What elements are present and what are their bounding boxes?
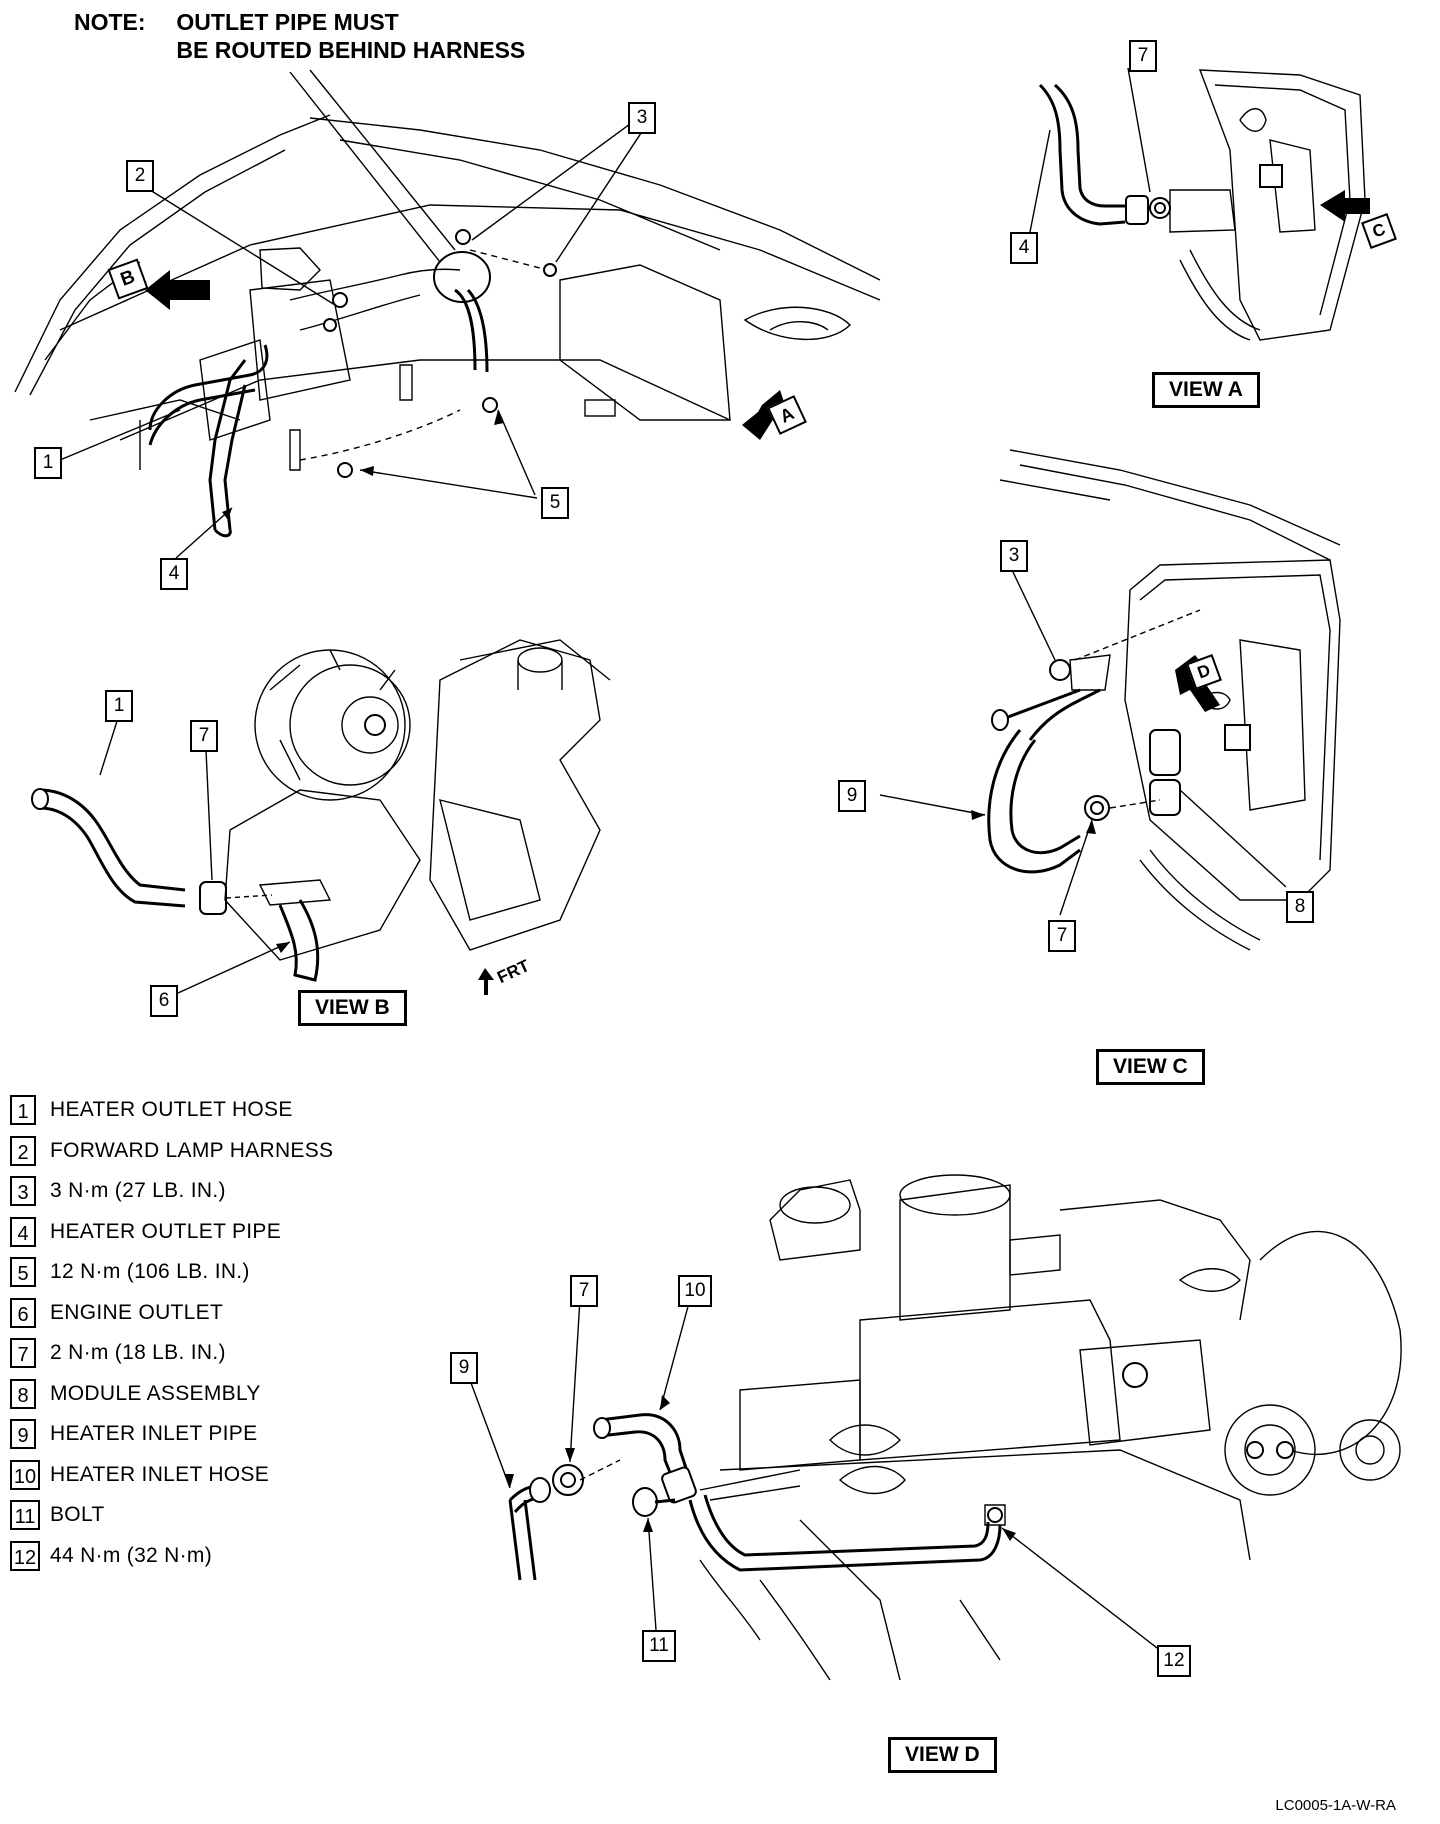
- legend-number: 9: [10, 1419, 36, 1450]
- legend-number: 7: [10, 1338, 36, 1369]
- view-b-illustration: [31, 639, 611, 995]
- legend-label: 12 N·m (106 LB. IN.): [50, 1260, 250, 1284]
- legend-number: 2: [10, 1135, 36, 1166]
- callout-view-d-9: 9: [450, 1352, 478, 1384]
- callout-view-d-11: 11: [642, 1630, 676, 1662]
- view-c-title: VIEW C: [1096, 1049, 1205, 1085]
- legend-number: 10: [10, 1459, 40, 1490]
- legend-number: 5: [10, 1257, 36, 1288]
- note-line-1: OUTLET PIPE MUST: [176, 9, 399, 35]
- legend-label: 3 N·m (27 LB. IN.): [50, 1179, 226, 1203]
- legend-number: 11: [10, 1500, 40, 1531]
- legend-item: 3 3 N·m (27 LB. IN.): [10, 1171, 333, 1212]
- legend-item: 8 MODULE ASSEMBLY: [10, 1374, 333, 1415]
- callout-main-4: 4: [160, 558, 188, 590]
- callout-view-d-12: 12: [1157, 1645, 1191, 1677]
- legend-item: 9 HEATER INLET PIPE: [10, 1414, 333, 1455]
- legend-label: HEATER INLET PIPE: [50, 1422, 258, 1446]
- callout-main-5: 5: [541, 487, 569, 519]
- legend-label: 2 N·m (18 LB. IN.): [50, 1341, 226, 1365]
- view-a-illustration: [1029, 67, 1370, 341]
- routing-note: NOTE: OUTLET PIPE MUST BE ROUTED BEHIND …: [74, 8, 525, 64]
- legend-item: 10 HEATER INLET HOSE: [10, 1455, 333, 1496]
- figure-code: LC0005-1A-W-RA: [1275, 1797, 1396, 1814]
- legend-label: 44 N·m (32 N·m): [50, 1543, 213, 1567]
- legend-number: 3: [10, 1176, 36, 1207]
- legend-item: 2 FORWARD LAMP HARNESS: [10, 1131, 333, 1172]
- view-c-illustration: [879, 449, 1341, 951]
- callout-view-a-7: 7: [1129, 40, 1157, 72]
- legend-label: BOLT: [50, 1503, 105, 1527]
- legend-item: 4 HEATER OUTLET PIPE: [10, 1212, 333, 1253]
- legend-item: 7 2 N·m (18 LB. IN.): [10, 1333, 333, 1374]
- note-text: OUTLET PIPE MUST BE ROUTED BEHIND HARNES…: [176, 8, 525, 64]
- legend-number: 4: [10, 1216, 36, 1247]
- legend-label: ENGINE OUTLET: [50, 1300, 224, 1324]
- callout-main-1: 1: [34, 447, 62, 479]
- legend-item: 6 ENGINE OUTLET: [10, 1293, 333, 1334]
- view-a-title: VIEW A: [1152, 372, 1260, 408]
- callout-view-c-3: 3: [1000, 540, 1028, 572]
- legend-number: 6: [10, 1297, 36, 1328]
- note-label: NOTE:: [74, 9, 146, 35]
- note-line-2: BE ROUTED BEHIND HARNESS: [176, 37, 526, 63]
- legend-number: 1: [10, 1095, 36, 1126]
- view-d-illustration: [463, 1174, 1402, 1681]
- callout-view-d-10: 10: [678, 1275, 712, 1307]
- callout-view-c-9: 9: [838, 780, 866, 812]
- legend-item: 1 HEATER OUTLET HOSE: [10, 1090, 333, 1131]
- callout-main-3: 3: [628, 102, 656, 134]
- legend-label: MODULE ASSEMBLY: [50, 1381, 261, 1405]
- parts-legend: 1 HEATER OUTLET HOSE 2 FORWARD LAMP HARN…: [10, 1090, 333, 1576]
- callout-view-b-1: 1: [105, 690, 133, 722]
- view-b-title: VIEW B: [298, 990, 407, 1026]
- legend-item: 5 12 N·m (106 LB. IN.): [10, 1252, 333, 1293]
- callout-view-c-8: 8: [1286, 891, 1314, 923]
- view-d-title: VIEW D: [888, 1737, 997, 1773]
- legend-item: 11 BOLT: [10, 1495, 333, 1536]
- callout-view-c-7: 7: [1048, 920, 1076, 952]
- legend-label: HEATER OUTLET PIPE: [50, 1219, 282, 1243]
- legend-number: 8: [10, 1378, 36, 1409]
- legend-label: HEATER OUTLET HOSE: [50, 1098, 293, 1122]
- legend-number: 12: [10, 1540, 40, 1571]
- main-engine-compartment-illustration: [14, 69, 881, 559]
- callout-view-b-7: 7: [190, 720, 218, 752]
- callout-view-b-6: 6: [150, 985, 178, 1017]
- callout-view-a-4: 4: [1010, 232, 1038, 264]
- callout-main-2: 2: [126, 160, 154, 192]
- legend-item: 12 44 N·m (32 N·m): [10, 1536, 333, 1577]
- legend-label: HEATER INLET HOSE: [50, 1462, 270, 1486]
- legend-label: FORWARD LAMP HARNESS: [50, 1138, 334, 1162]
- callout-view-d-7: 7: [570, 1275, 598, 1307]
